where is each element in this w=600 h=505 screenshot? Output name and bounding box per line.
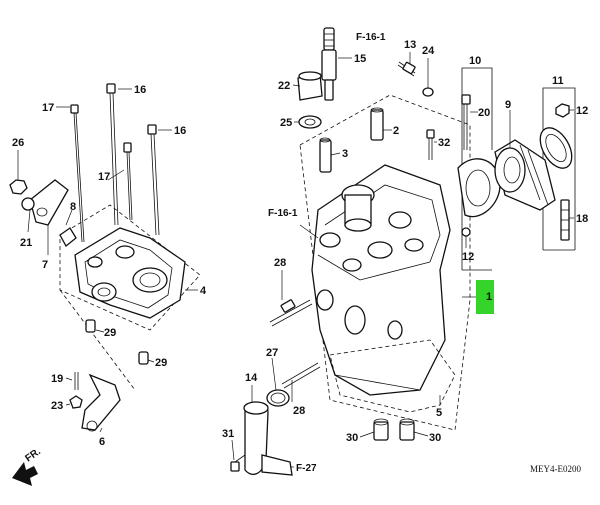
callout-20[interactable]: 20 (478, 107, 490, 119)
callout-6[interactable]: 6 (99, 436, 105, 448)
rocker-arm-6 (81, 373, 121, 431)
callout-14[interactable]: 14 (245, 372, 258, 384)
callout-4[interactable]: 4 (200, 285, 207, 297)
callout-28-left[interactable]: 28 (274, 257, 286, 269)
part-1-highlight[interactable] (476, 280, 494, 314)
callout-12-bottom[interactable]: 12 (462, 251, 474, 263)
callout-11[interactable]: 11 (552, 75, 564, 87)
callout-17-top[interactable]: 17 (42, 102, 54, 114)
callout-8[interactable]: 8 (70, 201, 76, 213)
callout-7[interactable]: 7 (42, 259, 48, 271)
callout-15[interactable]: 15 (354, 53, 366, 65)
callout-29-right[interactable]: 29 (155, 357, 167, 369)
callout-30-right[interactable]: 30 (429, 432, 441, 444)
rocker-arm-7 (29, 179, 69, 226)
drawing-code: MEY4-E0200 (530, 464, 581, 474)
callout-13[interactable]: 13 (404, 39, 416, 51)
cylinder-head-assembly (230, 27, 471, 476)
callout-3[interactable]: 3 (342, 148, 348, 160)
rocker-arm-holder-assembly (9, 83, 201, 432)
callout-21[interactable]: 21 (20, 237, 32, 249)
callout-30-left[interactable]: 30 (346, 432, 358, 444)
ref-f16-1-left[interactable]: F-16-1 (268, 208, 298, 219)
callout-27[interactable]: 27 (266, 347, 278, 359)
callout-12-right[interactable]: 12 (576, 105, 588, 117)
callout-16-top[interactable]: 16 (134, 84, 146, 96)
callout-1[interactable]: 1 (486, 291, 492, 303)
leader-lines (17, 52, 574, 468)
callout-28-lower[interactable]: 28 (293, 405, 305, 417)
ref-f27[interactable]: F-27 (296, 463, 317, 474)
forward-arrow-icon (12, 462, 38, 486)
callout-18[interactable]: 18 (576, 213, 588, 225)
callout-19[interactable]: 19 (51, 373, 63, 385)
reference-labels: F-16-1 F-16-1 F-27 (268, 32, 386, 474)
callout-labels: 1 2 3 4 5 6 7 8 9 10 11 12 12 13 14 15 1… (12, 39, 588, 448)
fr-label: FR. (23, 446, 43, 464)
callout-16-lower[interactable]: 16 (174, 125, 186, 137)
insulator-assembly (457, 67, 576, 314)
callout-24[interactable]: 24 (422, 45, 435, 57)
fr-direction: FR. (12, 446, 43, 486)
callout-22[interactable]: 22 (278, 80, 290, 92)
ref-f16-1-top[interactable]: F-16-1 (356, 32, 386, 43)
callout-31[interactable]: 31 (222, 428, 234, 440)
callout-5[interactable]: 5 (436, 407, 442, 419)
callout-25[interactable]: 25 (280, 117, 292, 129)
rocker-arm-holder (74, 227, 186, 319)
callout-2[interactable]: 2 (393, 125, 399, 137)
callout-10[interactable]: 10 (469, 55, 481, 67)
callout-23[interactable]: 23 (51, 400, 63, 412)
callout-29-left[interactable]: 29 (104, 327, 116, 339)
callout-9[interactable]: 9 (505, 99, 511, 111)
callout-17-lower[interactable]: 17 (98, 171, 110, 183)
callout-26[interactable]: 26 (12, 137, 24, 149)
callout-32[interactable]: 32 (438, 137, 450, 149)
